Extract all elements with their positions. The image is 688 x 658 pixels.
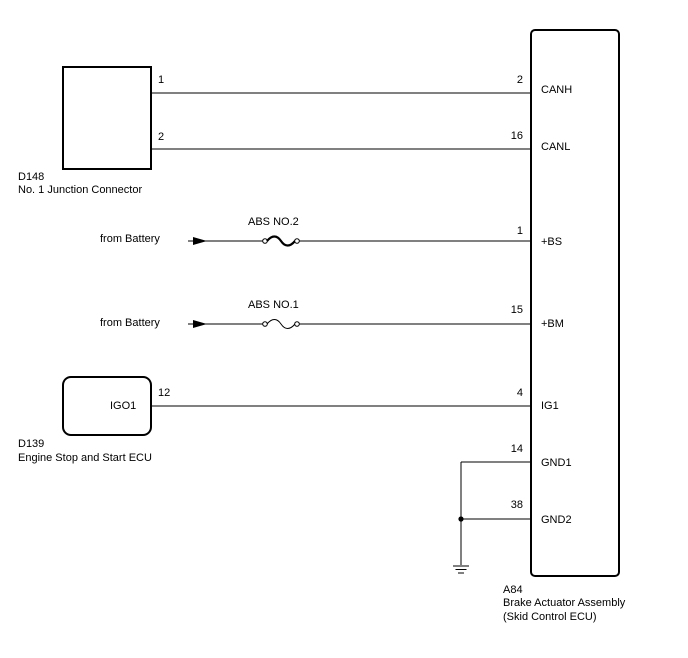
d139-terminal-name: IGO1 — [110, 400, 136, 412]
a84-pin-canl: 16 — [511, 130, 523, 142]
d148-pin-canl: 2 — [158, 131, 164, 143]
fuse-abs-no1-label: ABS NO.1 — [248, 299, 299, 311]
a84-terminal-bm: +BM — [541, 318, 564, 330]
fuse-abs-no1-terminal-right — [294, 321, 300, 327]
a84-pin-ig1: 4 — [517, 387, 523, 399]
ground-icon — [453, 565, 469, 574]
battery-source-1-label: from Battery — [100, 233, 160, 245]
d139-connector-box — [62, 376, 152, 436]
a84-terminal-gnd1: GND1 — [541, 457, 572, 469]
fuse-abs-no2-terminal-right — [294, 238, 300, 244]
a84-pin-bs: 1 — [517, 225, 523, 237]
fuse-abs-no1-icon — [266, 319, 296, 329]
fuse-abs-no1-terminal-left — [262, 321, 268, 327]
a84-pin-gnd1: 14 — [511, 443, 523, 455]
a84-terminal-gnd2: GND2 — [541, 514, 572, 526]
d148-name: No. 1 Junction Connector — [18, 184, 142, 196]
a84-subname: (Skid Control ECU) — [503, 611, 597, 623]
a84-pin-canh: 2 — [517, 74, 523, 86]
a84-code: A84 — [503, 584, 523, 596]
d139-code: D139 — [18, 438, 44, 450]
a84-terminal-ig1: IG1 — [541, 400, 559, 412]
a84-pin-gnd2: 38 — [511, 499, 523, 511]
a84-name: Brake Actuator Assembly — [503, 597, 626, 609]
d148-code: D148 — [18, 171, 44, 183]
a84-terminal-canl: CANL — [541, 141, 570, 153]
battery-source-2-label: from Battery — [100, 317, 160, 329]
d139-pin: 12 — [158, 387, 170, 399]
a84-terminal-canh: CANH — [541, 84, 572, 96]
fuse-abs-no2-label: ABS NO.2 — [248, 216, 299, 228]
a84-terminal-bs: +BS — [541, 236, 562, 248]
d139-name: Engine Stop and Start ECU — [18, 452, 152, 464]
fuse-abs-no2-terminal-left — [262, 238, 268, 244]
a84-pin-bm: 15 — [511, 304, 523, 316]
d148-pin-canh: 1 — [158, 74, 164, 86]
fuse-abs-no2-icon — [266, 235, 296, 247]
ground-splice-dot — [458, 516, 464, 522]
d148-connector-box — [62, 66, 152, 170]
a84-ecu-box — [530, 29, 620, 577]
